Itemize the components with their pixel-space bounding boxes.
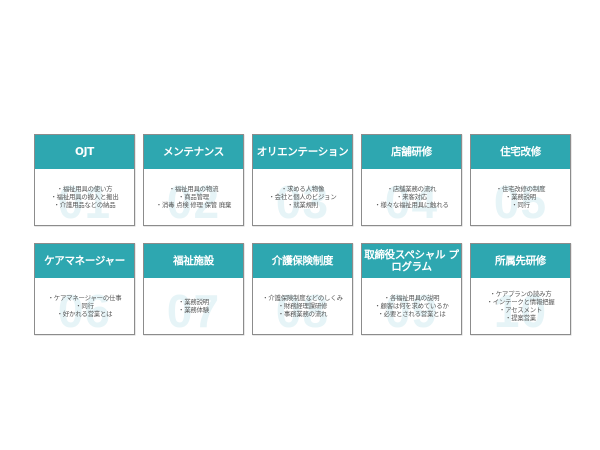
card-title: 店舗研修	[362, 135, 461, 169]
watermark-number: 06	[57, 285, 112, 335]
card-body: 02・福祉用具の物流・商品管理・消毒 点検 修理 保管 廃棄	[144, 169, 243, 225]
card-item-list: ・求める人物像・会社と個人のビジョン・就業規則	[268, 185, 336, 209]
list-item: ・同行	[75, 302, 94, 310]
list-item: ・来客対応	[396, 193, 427, 201]
list-item: ・業務説明	[505, 193, 536, 201]
card-body: 07・業務説明・業務体験	[144, 278, 243, 334]
list-item: ・必要とされる営業とは	[377, 310, 446, 318]
list-item: ・福祉用具の物流	[168, 185, 219, 193]
watermark-number: 05	[493, 176, 548, 226]
card-title: 住宅改修	[471, 135, 570, 169]
list-item: ・事務業務の流れ	[277, 310, 328, 318]
card-item-list: ・業務説明・業務体験	[178, 298, 209, 314]
card-item-list: ・店舗業務の流れ・来客対応・様々な福祉用具に触れる	[374, 185, 448, 209]
card-body: 09・各福祉用具の説明・顧客は何を求めているか・必要とされる営業とは	[362, 278, 461, 334]
card-item-list: ・ケアマネージャーの仕事・同行・好かれる営業とは	[48, 294, 122, 318]
card-body: 04・店舗業務の流れ・来客対応・様々な福祉用具に触れる	[362, 169, 461, 225]
list-item: ・就業規則	[287, 201, 318, 209]
list-item: ・福祉用具の使い方	[56, 185, 113, 193]
card-title: 介護保険制度	[253, 244, 352, 278]
card-title: メンテナンス	[144, 135, 243, 169]
card-item-list: ・住宅改修の制度・業務説明・同行	[496, 185, 546, 209]
card-title: 福祉施設	[144, 244, 243, 278]
list-item: ・消毒 点検 修理 保管 廃棄	[155, 201, 232, 209]
card-body: 10・ケアプランの読み方・インテークと情報把握・アセスメント・提案営業	[471, 278, 570, 334]
card-item-list: ・ケアプランの読み方・インテークと情報把握・アセスメント・提案営業	[486, 290, 554, 322]
watermark-number: 01	[57, 176, 112, 226]
list-item: ・店舗業務の流れ	[386, 185, 437, 193]
watermark-number: 09	[384, 285, 439, 335]
card-body: 01・福祉用具の使い方・福祉用具の搬入と搬出・介護用品などの納品	[35, 169, 134, 225]
list-item: ・求める人物像	[280, 185, 325, 193]
list-item: ・顧客は何を求めているか	[374, 302, 449, 310]
list-item: ・業務説明	[178, 298, 209, 306]
watermark-number: 08	[275, 285, 330, 335]
list-item: ・各福祉用具の説明	[383, 294, 440, 302]
card-title: 所属先研修	[471, 244, 570, 278]
watermark-number: 10	[493, 285, 548, 335]
list-item: ・アセスメント	[498, 306, 543, 314]
list-item: ・提案営業	[505, 314, 536, 322]
list-item: ・介護保険制度などのしくみ	[262, 294, 343, 302]
list-item: ・様々な福祉用具に触れる	[374, 201, 449, 209]
watermark-number: 03	[275, 176, 330, 226]
list-item: ・ケアマネージャーの仕事	[47, 294, 122, 302]
watermark-number: 02	[166, 176, 221, 226]
list-item: ・同行	[511, 201, 530, 209]
list-item: ・好かれる営業とは	[56, 310, 113, 318]
list-item: ・財務経理課研修	[277, 302, 328, 310]
list-item: ・インテークと情報把握	[486, 298, 555, 306]
card-item-list: ・各福祉用具の説明・顧客は何を求めているか・必要とされる営業とは	[374, 294, 448, 318]
card-item-list: ・福祉用具の使い方・福祉用具の搬入と搬出・介護用品などの納品	[50, 185, 118, 209]
list-item: ・会社と個人のビジョン	[268, 193, 337, 201]
card-item-list: ・福祉用具の物流・商品管理・消毒 点検 修理 保管 廃棄	[155, 185, 232, 209]
list-item: ・住宅改修の制度	[495, 185, 546, 193]
card-title: オリエンテーション	[253, 135, 352, 169]
card-title: OJT	[35, 135, 134, 169]
list-item: ・業務体験	[178, 306, 209, 314]
list-item: ・ケアプランの読み方	[489, 290, 552, 298]
card-title: 取締役スペシャル プログラム	[362, 244, 461, 278]
list-item: ・福祉用具の搬入と搬出	[50, 193, 119, 201]
list-item: ・商品管理	[178, 193, 209, 201]
card-body: 08・介護保険制度などのしくみ・財務経理課研修・事務業務の流れ	[253, 278, 352, 334]
watermark-number: 07	[166, 285, 221, 335]
card-title: ケアマネージャー	[35, 244, 134, 278]
card-item-list: ・介護保険制度などのしくみ・財務経理課研修・事務業務の流れ	[262, 294, 343, 318]
watermark-number: 04	[384, 176, 439, 226]
card-body: 03・求める人物像・会社と個人のビジョン・就業規則	[253, 169, 352, 225]
card-body: 05・住宅改修の制度・業務説明・同行	[471, 169, 570, 225]
card-body: 06・ケアマネージャーの仕事・同行・好かれる営業とは	[35, 278, 134, 334]
list-item: ・介護用品などの納品	[53, 201, 116, 209]
